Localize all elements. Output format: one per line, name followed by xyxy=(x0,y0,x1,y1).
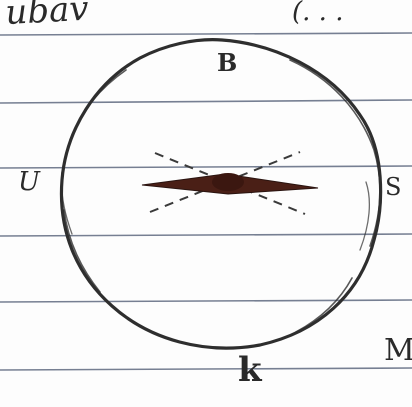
bottom-right-letter: M xyxy=(384,333,412,368)
top-right-scrawl: (. . . xyxy=(292,0,343,27)
needle-pivot xyxy=(212,173,244,191)
east-label: S xyxy=(385,173,401,201)
rule-line xyxy=(0,300,412,302)
compass-circle xyxy=(61,40,380,348)
rule-line xyxy=(0,368,412,370)
west-label: U xyxy=(18,167,41,197)
top-left-scrawl: ubav xyxy=(4,0,89,33)
rule-line xyxy=(0,234,412,236)
south-label: k xyxy=(238,350,263,390)
rule-line xyxy=(0,166,412,168)
rule-line xyxy=(0,33,412,35)
circle-stroke xyxy=(61,40,380,348)
compass-needle xyxy=(142,173,318,194)
north-label: B xyxy=(217,48,237,77)
